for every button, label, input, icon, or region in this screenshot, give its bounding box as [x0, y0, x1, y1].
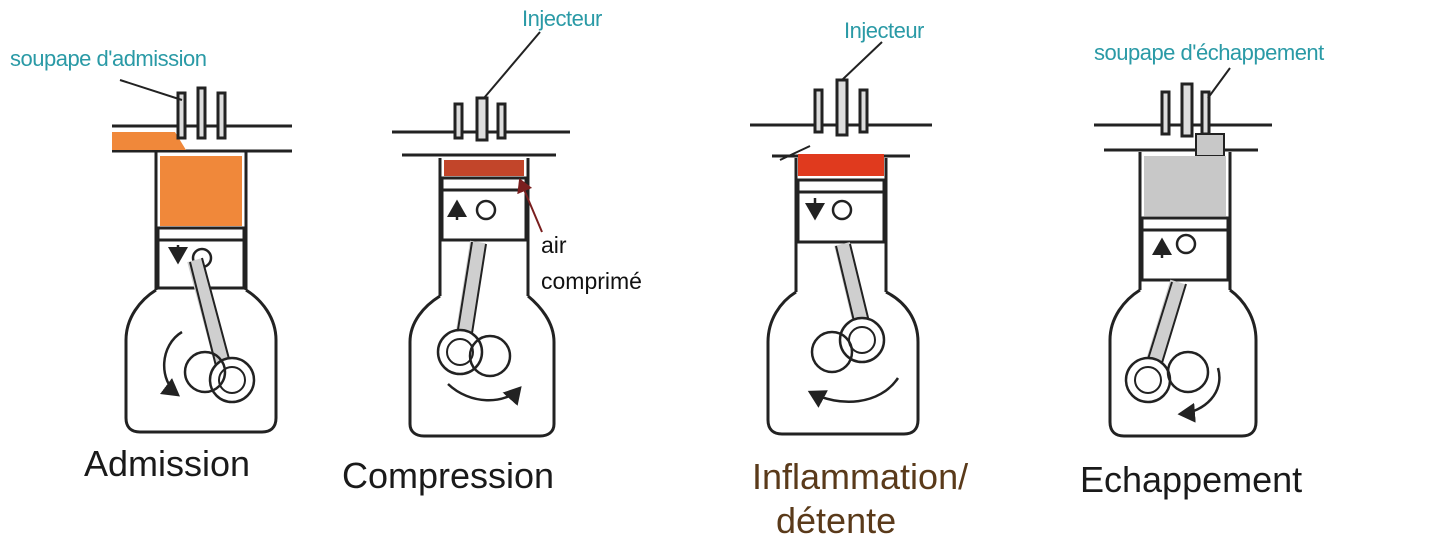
intake-port — [112, 132, 186, 150]
caption-detente: détente — [776, 500, 896, 542]
engine-echappement — [1094, 68, 1272, 436]
caption-inflammation: Inflammation/ — [752, 456, 968, 498]
combustion-flame — [798, 154, 884, 176]
injector — [477, 98, 487, 140]
piston — [442, 178, 526, 240]
engine-inflammation — [750, 42, 932, 434]
engine-admission — [112, 80, 292, 432]
crankcase — [410, 296, 554, 436]
crankcase — [768, 292, 918, 434]
caption-echappement: Echappement — [1080, 459, 1302, 501]
annotation-air: air — [541, 232, 567, 259]
exhaust-valve — [1196, 134, 1224, 156]
compressed-air — [444, 160, 524, 176]
label-exhaust-valve: soupape d'échappement — [1094, 40, 1324, 66]
exhaust-gas — [1144, 156, 1226, 216]
annotation-comprime: comprimé — [541, 268, 642, 295]
intake-charge — [160, 156, 242, 226]
label-injector-compression: Injecteur — [522, 6, 602, 32]
caption-admission: Admission — [84, 443, 250, 485]
piston — [798, 180, 884, 242]
piston — [1142, 218, 1228, 280]
label-injector-inflammation: Injecteur — [844, 18, 924, 44]
label-intake-valve: soupape d'admission — [10, 46, 207, 72]
caption-compression: Compression — [342, 455, 554, 497]
injector — [837, 80, 847, 135]
